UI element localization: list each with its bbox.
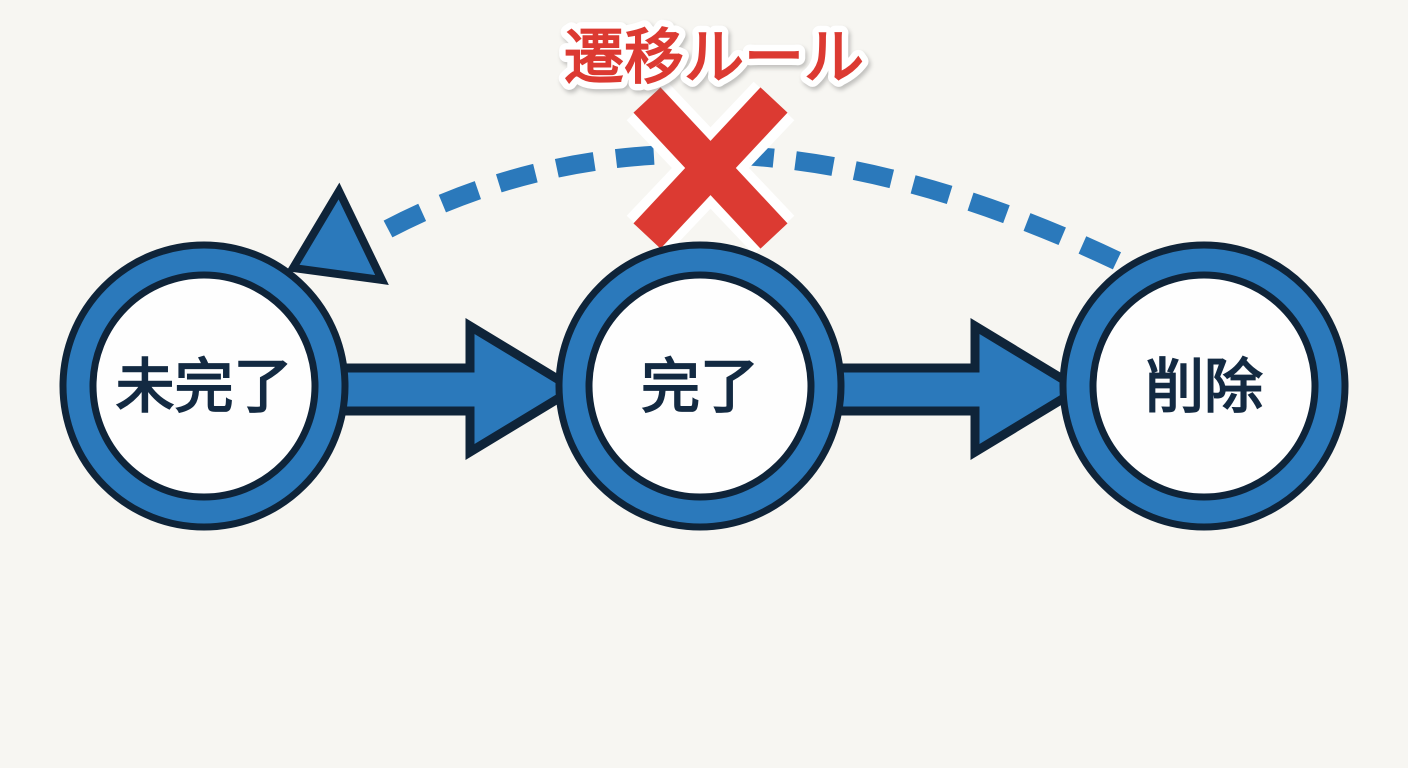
node-complete: 完了 [555, 241, 845, 531]
arc-arrowhead-icon [286, 182, 389, 285]
node-incomplete-label: 未完了 [115, 354, 292, 420]
node-deleted: 削除 [1059, 241, 1349, 531]
node-complete-ring-inner [562, 248, 838, 524]
node-deleted-ring-inner [1066, 248, 1342, 524]
node-incomplete-ring-inner [66, 248, 342, 524]
node-deleted-label: 削除 [1145, 354, 1264, 420]
arrow-complete-to-deleted [822, 318, 1088, 460]
diagram-title: 遷移ルール [564, 24, 864, 91]
arrow-incomplete-to-complete [325, 318, 583, 460]
node-complete-label: 完了 [641, 354, 759, 420]
prohibited-x-icon [626, 81, 795, 255]
node-incomplete: 未完了 [59, 241, 349, 531]
